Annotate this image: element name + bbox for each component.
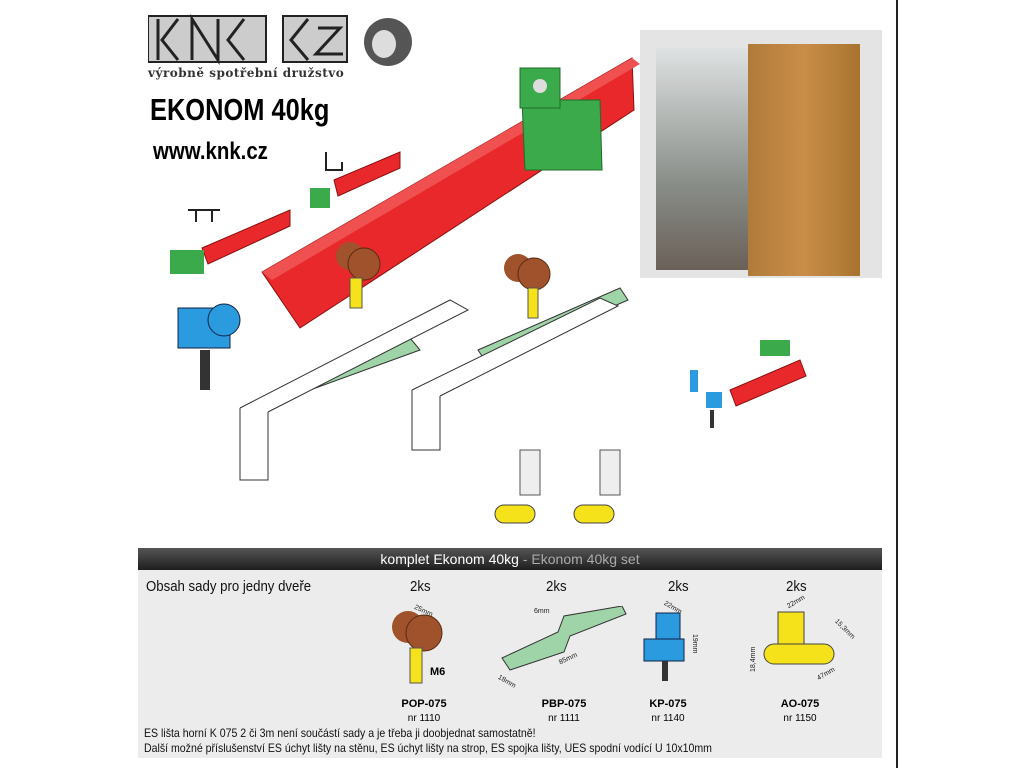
item-nr: nr 1110	[407, 713, 441, 724]
knk-logo	[148, 14, 412, 66]
item-qty: 2ks	[546, 578, 567, 595]
product-title: EKONOM 40kg	[150, 92, 330, 127]
kit-contents-panel: komplet Ekonom 40kg - Ekonom 40kg set Ob…	[138, 548, 882, 758]
item-code: AO-075	[780, 698, 820, 710]
dim-label: 19mm	[691, 634, 698, 654]
item-qty: 2ks	[786, 578, 807, 595]
contents-label: Obsah sady pro jedny dveře	[146, 578, 312, 595]
logo-subtitle: výrobně spotřební družstvo	[148, 66, 345, 80]
item-qty: 2ks	[668, 578, 689, 595]
title-separator: -	[518, 551, 532, 567]
item-nr: nr 1111	[548, 713, 580, 724]
divider-line	[896, 0, 898, 768]
item-nr: nr 1140	[651, 713, 685, 724]
pbp-075-image	[501, 606, 627, 671]
website-link[interactable]: www.knk.cz	[153, 138, 268, 165]
dim-label: M6	[430, 666, 445, 678]
kp-075-image	[643, 612, 685, 681]
item-code: KP-075	[649, 698, 687, 710]
panel-header: komplet Ekonom 40kg - Ekonom 40kg set	[138, 548, 882, 570]
dim-label: 18,4mm	[750, 646, 757, 672]
note-accessories: Další možné příslušenství ES úchyt lišty…	[144, 741, 712, 755]
mounted-rail-illustration	[690, 340, 807, 428]
item-code: POP-075	[401, 698, 447, 710]
ao-075-image	[763, 611, 835, 665]
item-nr: nr 1150	[783, 713, 817, 724]
pop-075-image: M6	[392, 611, 445, 684]
assembly-illustration	[170, 57, 640, 524]
note-rail: ES lišta horní K 075 2 či 3m není součás…	[144, 726, 536, 740]
title-en: Ekonom 40kg set	[531, 551, 640, 567]
dim-label: 6mm	[534, 608, 550, 615]
title-cz: komplet Ekonom 40kg	[380, 551, 519, 567]
item-qty: 2ks	[410, 578, 431, 595]
door-photo	[640, 30, 882, 278]
item-code: PBP-075	[541, 698, 587, 710]
